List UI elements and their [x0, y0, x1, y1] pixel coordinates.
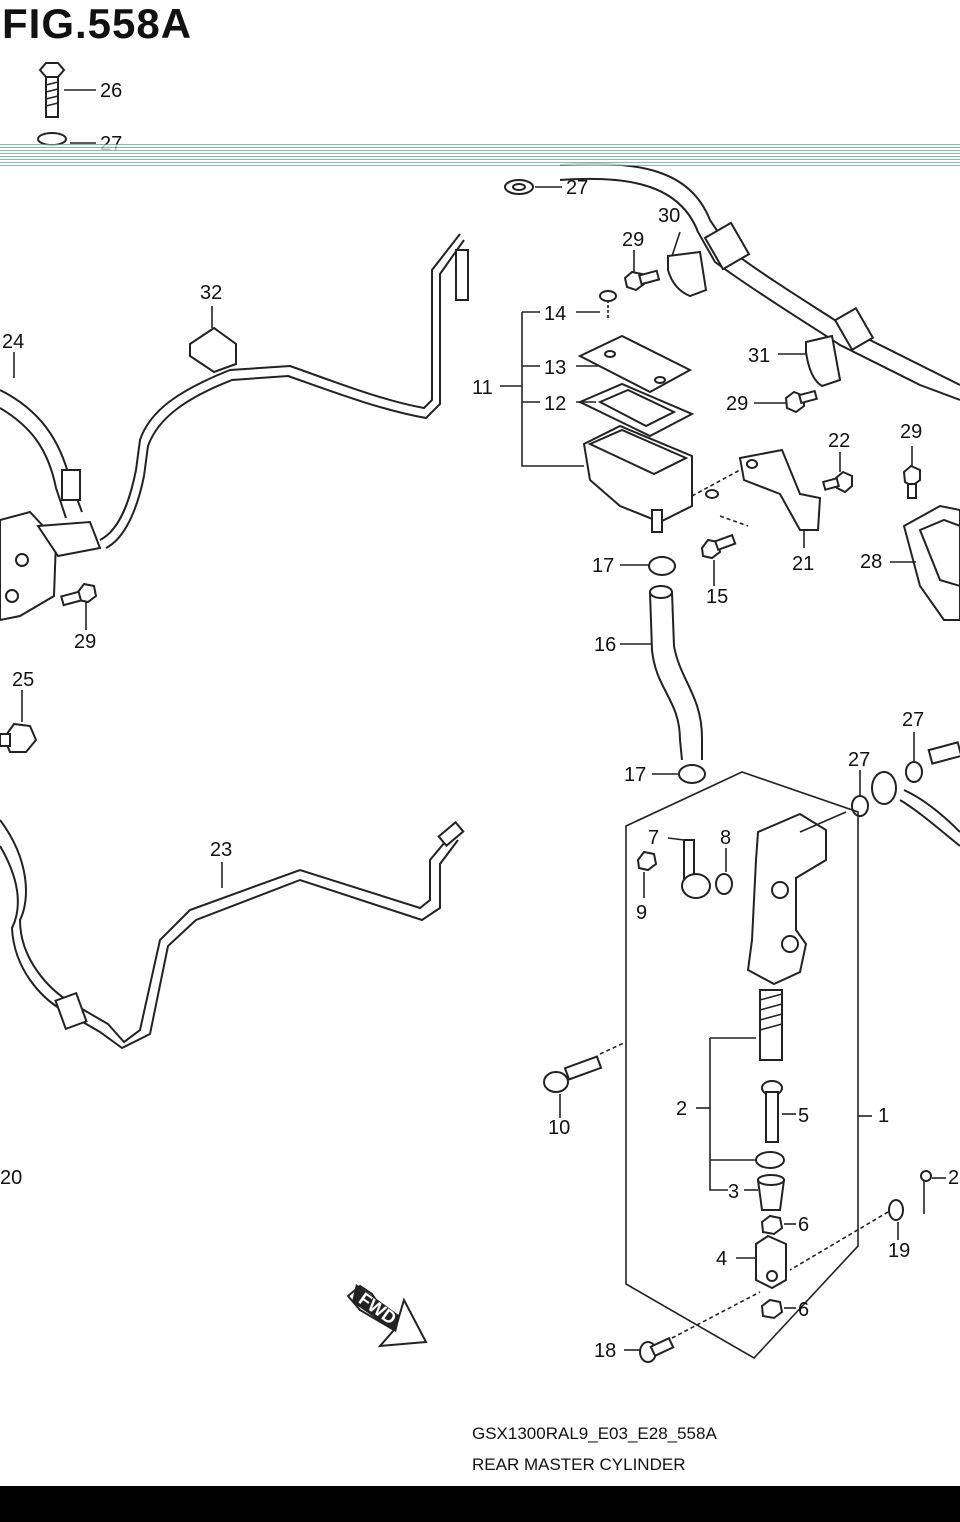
callout-17-top: 17	[592, 555, 614, 577]
clamp-31	[778, 334, 842, 388]
callout-20: 20	[0, 1167, 22, 1189]
clip-32	[189, 306, 237, 374]
callout-8: 8	[720, 827, 731, 849]
callout-6-lower: 6	[798, 1299, 809, 1321]
screw-29-mid	[754, 389, 818, 414]
bolt-15	[700, 515, 749, 586]
figure-title: FIG.558A	[2, 0, 193, 47]
diaphragm-12	[577, 382, 695, 438]
bolt-26	[38, 62, 96, 118]
callout-27-right: 27	[902, 709, 924, 731]
screw-29-right	[902, 446, 921, 499]
callout-10: 10	[548, 1117, 570, 1139]
callout-29-top: 29	[622, 229, 644, 251]
screw-29-left	[60, 582, 98, 630]
clip-17-bottom	[652, 764, 706, 784]
caliper-left	[0, 510, 102, 622]
banjo-right	[851, 732, 960, 847]
nut-6-upper	[760, 1214, 796, 1236]
bolt-10	[543, 1041, 627, 1118]
callout-9: 9	[636, 902, 647, 924]
clamp-30	[667, 231, 708, 298]
callout-16: 16	[594, 634, 616, 656]
callout-25: 25	[12, 669, 34, 691]
callout-24: 24	[2, 331, 24, 353]
callout-19: 19	[888, 1240, 910, 1262]
callout-1: 1	[878, 1105, 889, 1127]
circlip	[755, 1151, 785, 1169]
callout-17-bottom: 17	[624, 764, 646, 786]
hose-16	[620, 585, 703, 761]
pushrod-5	[761, 1080, 796, 1143]
nut-6-lower	[760, 1298, 796, 1320]
washer-27	[504, 179, 562, 195]
brake-pipe-23-edge	[0, 839, 459, 1050]
callout-31: 31	[748, 345, 770, 367]
callout-23: 23	[210, 839, 232, 861]
o-ring-8	[715, 848, 733, 895]
callout-11: 11	[472, 377, 493, 399]
hose-24	[0, 352, 83, 519]
brake-pipe-upper-edge	[105, 239, 465, 549]
assembly-frame-1	[625, 771, 859, 1360]
bolt-25	[0, 690, 38, 753]
clevis-4	[736, 1234, 787, 1290]
upper-hose-edge	[559, 177, 960, 401]
callout-5: 5	[798, 1105, 809, 1127]
bolt-22	[821, 452, 853, 494]
callout-28: 28	[860, 551, 882, 573]
callout-15: 15	[706, 586, 728, 608]
washer-19	[789, 1199, 904, 1271]
pipe-end-23	[437, 820, 465, 848]
figure-caption: REAR MASTER CYLINDER	[472, 1455, 686, 1474]
screw-9	[636, 850, 658, 898]
callout-27: 27	[566, 177, 588, 199]
callout-2-edge: 2	[948, 1167, 959, 1189]
scan-noise-band	[0, 144, 960, 166]
screw-29-top	[623, 250, 661, 292]
boot-3	[744, 1174, 786, 1211]
callout-18: 18	[594, 1340, 616, 1362]
callout-29-left: 29	[74, 631, 96, 653]
callout-3: 3	[728, 1181, 739, 1203]
hose-clamp-2	[833, 306, 875, 352]
brake-pipe-upper	[99, 233, 461, 541]
brake-pipe-23	[0, 819, 451, 1044]
callout-32: 32	[200, 282, 222, 304]
callout-29-mid: 29	[726, 393, 748, 415]
reservoir-cap-13	[577, 334, 693, 394]
pipe-end-upper	[455, 249, 469, 301]
callout-29-right: 29	[900, 421, 922, 443]
callout-26: 26	[100, 80, 122, 102]
callout-27-banjo: 27	[848, 749, 870, 771]
joint-7	[667, 837, 711, 899]
callout-6-upper: 6	[798, 1214, 809, 1236]
callout-12: 12	[544, 393, 566, 415]
bottom-bar	[0, 1486, 960, 1522]
cotter-pin	[920, 1170, 946, 1214]
callout-14: 14	[544, 303, 566, 325]
callout-30: 30	[658, 205, 680, 227]
master-cylinder-body	[746, 811, 847, 986]
callout-4: 4	[716, 1248, 727, 1270]
fwd-arrow: FWD	[346, 1284, 428, 1348]
reservoir-body-11	[582, 424, 719, 533]
callout-7: 7	[648, 827, 659, 849]
hose-fitting	[54, 991, 88, 1031]
screw-14	[599, 290, 617, 318]
callout-13: 13	[544, 357, 566, 379]
washer-27-top	[37, 132, 96, 146]
spring-piston-2	[696, 989, 783, 1191]
hose-clamp	[703, 221, 751, 271]
clip-17-top	[620, 556, 676, 576]
pin-18	[624, 1291, 761, 1363]
bracket-21	[691, 448, 822, 548]
figure-code: GSX1300RAL9_E03_E28_558A	[472, 1424, 717, 1443]
plate-28	[890, 504, 960, 621]
callout-2: 2	[676, 1098, 687, 1120]
callout-22: 22	[828, 430, 850, 452]
callout-21: 21	[792, 553, 814, 575]
